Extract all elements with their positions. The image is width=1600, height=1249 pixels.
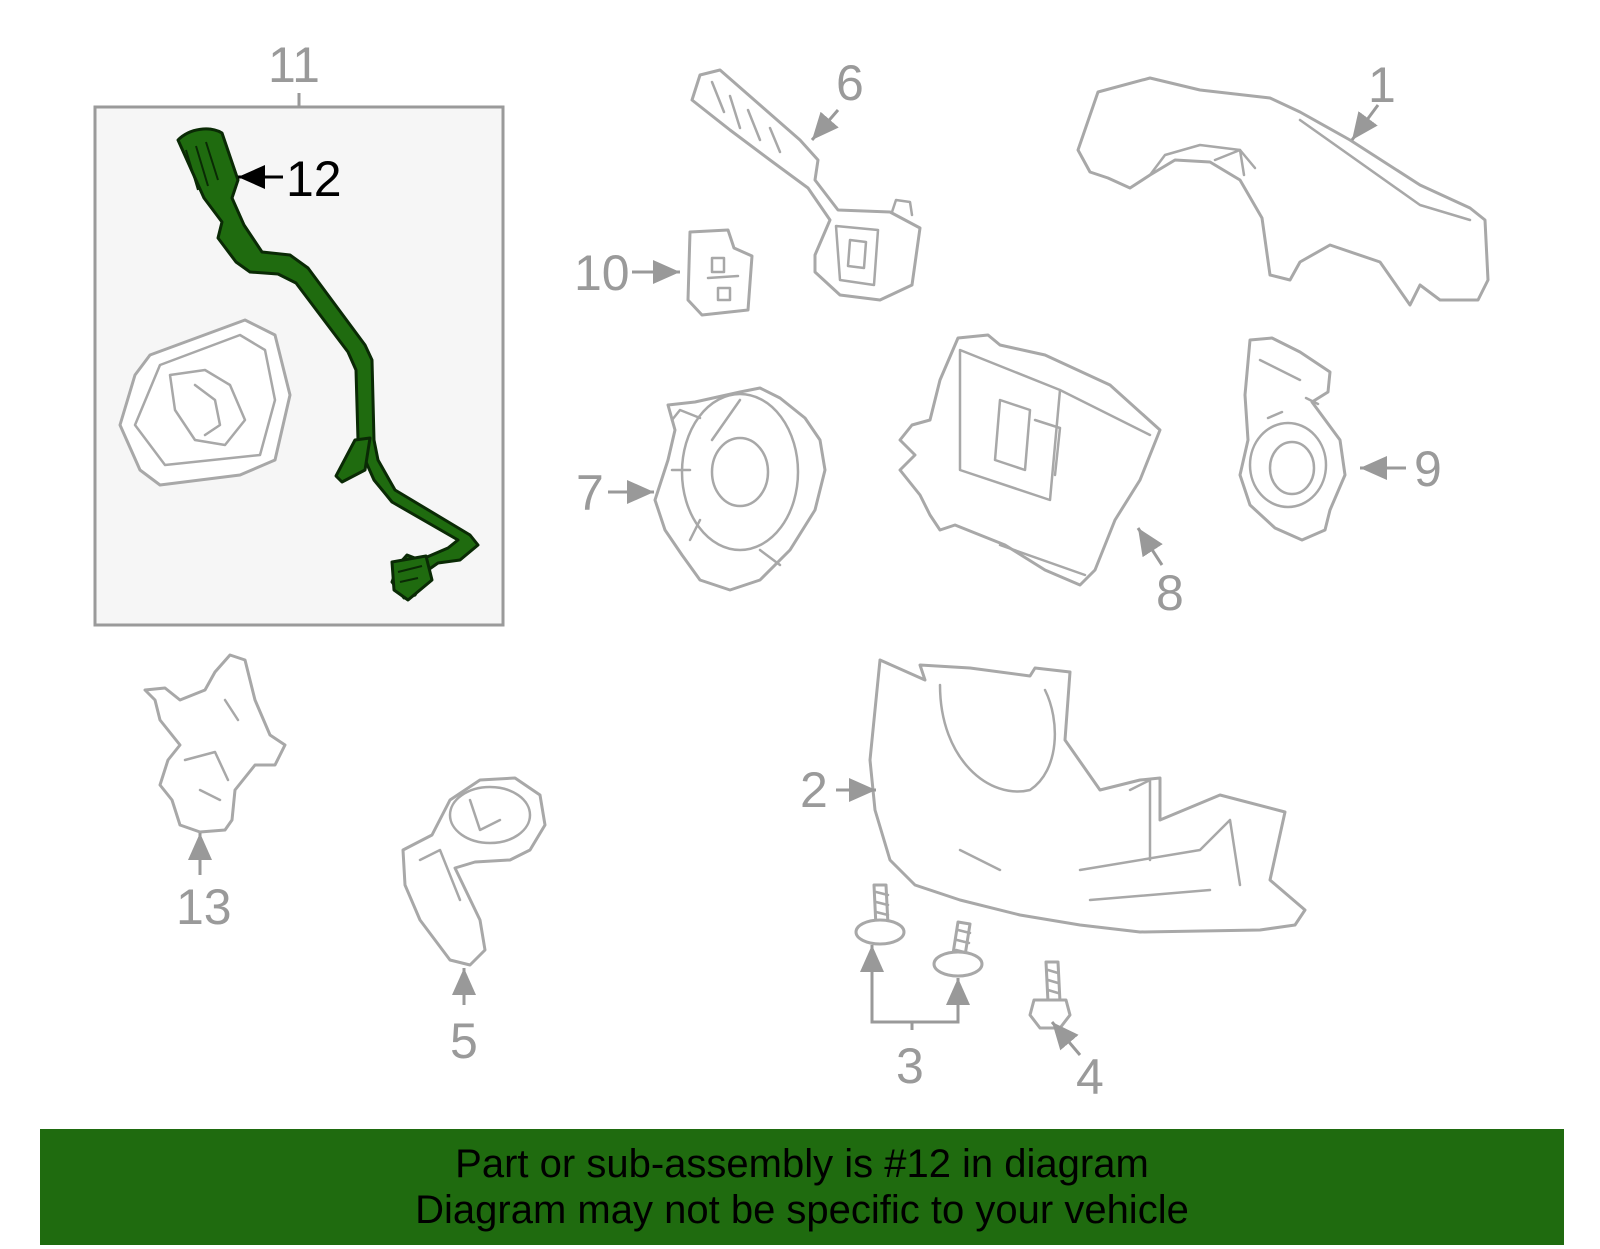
banner-line-1: Part or sub-assembly is #12 in diagram [455,1142,1149,1186]
leader-1 [1350,104,1380,141]
sensor-part-9 [1238,336,1347,542]
callout-1: 1 [1368,57,1396,113]
callout-12: 12 [286,151,342,207]
callout-5: 5 [450,1013,478,1069]
highlighted-part-12-wire-harness [176,127,480,602]
info-banner: Part or sub-assembly is #12 in diagram D… [40,1129,1564,1245]
ignition-switch-part-5 [401,776,547,967]
leader-4 [1050,1021,1082,1056]
small-switch-part-10 [686,228,754,317]
callout-labels: 1 2 3 4 5 6 7 8 9 10 11 12 13 [176,37,1442,1105]
callout-4: 4 [1076,1049,1104,1105]
screw-part-3a [854,883,906,946]
callout-13: 13 [176,879,232,935]
leader-8 [1136,527,1164,566]
bolt-part-4 [1028,960,1072,1030]
callout-7: 7 [576,465,604,521]
leader-lines [188,104,1406,1056]
lower-cover-part-2 [868,658,1307,934]
control-module-part-8 [898,333,1162,587]
clockspring-part-7 [653,386,827,592]
callout-9: 9 [1414,441,1442,497]
leader-6 [810,109,840,141]
callout-10: 10 [574,245,630,301]
multifunction-switch-part-6 [690,68,922,302]
callout-11: 11 [268,37,320,93]
leader-3 [870,950,912,1024]
screw-part-3b [932,920,984,978]
callout-2: 2 [800,762,828,818]
column-shroud-part [118,318,292,487]
banner-line-2: Diagram may not be specific to your vehi… [415,1188,1189,1232]
callout-6: 6 [836,55,864,111]
callout-3: 3 [896,1038,924,1094]
upper-cover-part-1 [1076,76,1490,307]
bracket-part-13 [143,653,287,834]
callout-8: 8 [1156,565,1184,621]
